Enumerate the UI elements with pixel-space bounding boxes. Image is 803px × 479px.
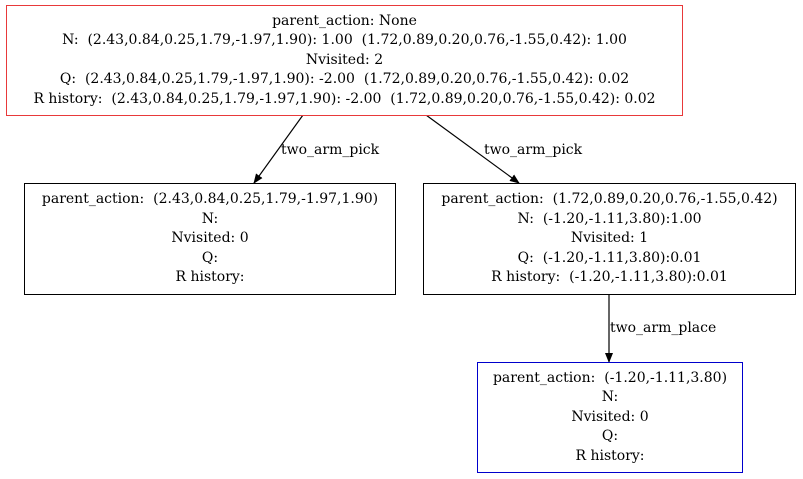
node-text-line: Nvisited: 0: [571, 408, 649, 425]
node-text-line: parent_action: (2.43,0.84,0.25,1.79,-1.9…: [41, 191, 379, 208]
edge-root-to-right: [425, 114, 520, 184]
node-text-line: parent_action: (1.72,0.89,0.20,0.76,-1.5…: [441, 191, 778, 208]
node-text-line: N: (-1.20,-1.11,3.80):1.00: [517, 210, 702, 227]
node-text-line: Q:: [601, 428, 619, 445]
leaf-node: parent_action: (-1.20,-1.11,3.80) N: Nvisi…: [477, 362, 743, 473]
node-text-line: Q: (-1.20,-1.11,3.80):0.01: [517, 249, 702, 266]
node-text-line: Nvisited: 2: [305, 51, 384, 68]
node-text-line: R history:: [575, 447, 645, 464]
root-node: parent_action: None N: (2.43,0.84,0.25,1.…: [6, 5, 683, 116]
node-text-line: N:: [601, 389, 619, 406]
edge-label-root-to-left: two_arm_pick: [281, 142, 380, 158]
right-child-node: parent_action: (1.72,0.89,0.20,0.76,-1.5…: [423, 183, 796, 295]
node-text-line: N:: [201, 210, 219, 227]
node-text-line: parent_action: None: [272, 12, 417, 29]
node-text-line: N: (2.43,0.84,0.25,1.79,-1.97,1.90): 1.0…: [62, 32, 627, 49]
node-text-line: R history:: [175, 269, 245, 286]
edge-root-to-left: [253, 114, 304, 184]
node-text-line: Nvisited: 1: [570, 230, 649, 247]
edge-label-root-to-right: two_arm_pick: [484, 142, 583, 158]
node-text-line: Q:: [201, 249, 219, 266]
left-child-node: parent_action: (2.43,0.84,0.25,1.79,-1.9…: [24, 183, 396, 295]
edge-label-right-to-leaf: two_arm_place: [610, 320, 717, 336]
node-text-line: R history: (2.43,0.84,0.25,1.79,-1.97,1.…: [33, 90, 656, 107]
node-text-line: Nvisited: 0: [171, 230, 249, 247]
node-text-line: parent_action: (-1.20,-1.11,3.80): [492, 369, 728, 386]
node-text-line: R history: (-1.20,-1.11,3.80):0.01: [491, 269, 728, 286]
node-text-line: Q: (2.43,0.84,0.25,1.79,-1.97,1.90): -2.…: [59, 71, 630, 88]
